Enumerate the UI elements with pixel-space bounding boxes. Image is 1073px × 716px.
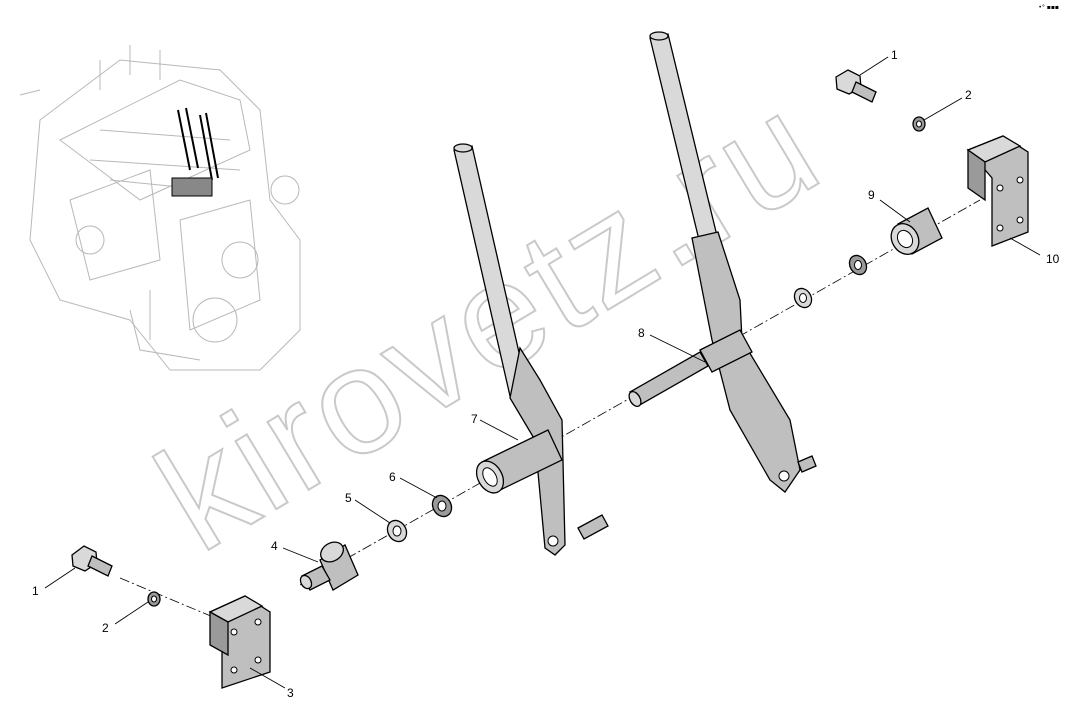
- leader-lines: [44, 56, 1041, 689]
- nut-right-a: [848, 254, 868, 276]
- callout-2-lower: 2: [102, 621, 109, 635]
- part-10-bracket-upper: [966, 135, 1029, 247]
- callout-1-lower: 1: [32, 584, 39, 598]
- part-9-bushing: [890, 207, 943, 255]
- callout-9: 9: [868, 188, 875, 202]
- part-3-bracket-lower: [208, 595, 271, 689]
- callout-4: 4: [271, 539, 278, 553]
- part-5-washer: [386, 519, 408, 543]
- callout-8: 8: [638, 326, 645, 340]
- engine-overview-sketch: [19, 45, 301, 371]
- callout-2-upper: 2: [965, 88, 972, 102]
- part-6-nut: [431, 494, 453, 518]
- corner-mark: •° ▪▪▪: [1038, 4, 1059, 11]
- part-2-washer-upper: [912, 116, 926, 132]
- part-1-bolt-lower: [71, 545, 113, 577]
- part-1-bolt-upper: [835, 69, 877, 103]
- part-7-lever-left: [453, 143, 609, 556]
- callout-3: 3: [287, 686, 294, 700]
- callout-6: 6: [389, 470, 396, 484]
- washer-right-a: [793, 287, 813, 309]
- callout-10: 10: [1046, 252, 1060, 266]
- callout-labels: 1 2 3 4 5 6 7 8 9 10 1 2: [32, 48, 1060, 700]
- part-8-lever-right: [628, 31, 817, 493]
- callout-5: 5: [345, 491, 352, 505]
- callout-1-upper: 1: [891, 48, 898, 62]
- part-4-bushing: [299, 541, 359, 591]
- callout-7: 7: [471, 412, 478, 426]
